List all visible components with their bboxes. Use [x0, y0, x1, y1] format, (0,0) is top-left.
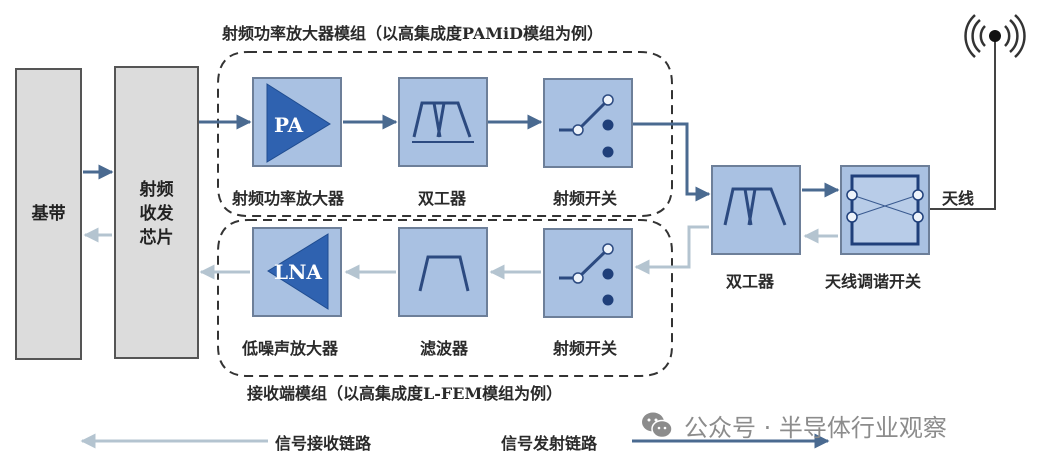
lna-label: 低噪声放大器	[242, 339, 339, 358]
baseband-label: 基带	[31, 204, 66, 224]
duplexer-filter-icon	[412, 101, 474, 143]
tx-duplexer-block	[398, 77, 488, 167]
rf-switch-icon	[559, 243, 614, 306]
legend-rx-label: 信号接收链路	[275, 434, 372, 453]
rx-filter-block	[398, 227, 488, 317]
tx-module-outline	[217, 51, 673, 217]
tx-module-title: 射频功率放大器模组（以高集成度PAMiD模组为例）	[222, 24, 603, 43]
main-duplexer-block	[711, 165, 801, 255]
antenna-label: 天线	[942, 189, 975, 208]
pa-symbol: PA	[274, 113, 304, 137]
lna-symbol: LNA	[274, 260, 322, 284]
wechat-icon	[642, 412, 673, 439]
antenna-feed-line	[930, 40, 996, 210]
watermark-text: 公众号 · 半导体行业观察	[684, 414, 947, 442]
baseband-box: 基带	[15, 68, 82, 360]
rx-module-title: 接收端模组（以高集成度L-FEM模组为例）	[247, 384, 563, 403]
transceiver-label-3: 芯片	[139, 228, 174, 248]
amplifier-icon	[267, 233, 329, 310]
legend-tx-label: 信号发射链路	[501, 434, 598, 453]
rx-filter-label: 滤波器	[420, 339, 469, 358]
tx-switch-block	[543, 78, 633, 168]
rx-switch-block	[543, 228, 633, 318]
rf-switch-icon	[559, 94, 614, 158]
antenna-tuner-label: 天线调谐开关	[825, 272, 922, 291]
tx-switch-label: 射频开关	[553, 189, 618, 208]
tuner-switch-icon	[846, 174, 924, 246]
bandpass-filter-icon	[418, 255, 470, 292]
main-duplexer-label: 双工器	[726, 272, 775, 291]
amplifier-icon	[266, 83, 331, 163]
transceiver-box: 射频 收发 芯片	[114, 66, 199, 359]
transceiver-label-1: 射频	[139, 180, 174, 200]
lna-block: LNA	[252, 227, 342, 317]
antenna-icon	[964, 14, 1026, 58]
pa-label: 射频功率放大器	[232, 189, 345, 208]
tx-arrow-switch-to-main-duplexer	[633, 122, 711, 202]
transceiver-label-2: 收发	[139, 204, 174, 224]
tx-duplexer-label: 双工器	[418, 189, 467, 208]
pa-block: PA	[252, 77, 342, 167]
duplexer-filter-icon	[723, 187, 787, 226]
rx-line-duplexer-to-switch	[634, 225, 709, 275]
rx-switch-label: 射频开关	[553, 339, 618, 358]
antenna-tuner-block	[840, 165, 930, 255]
rx-module-outline	[217, 219, 673, 377]
